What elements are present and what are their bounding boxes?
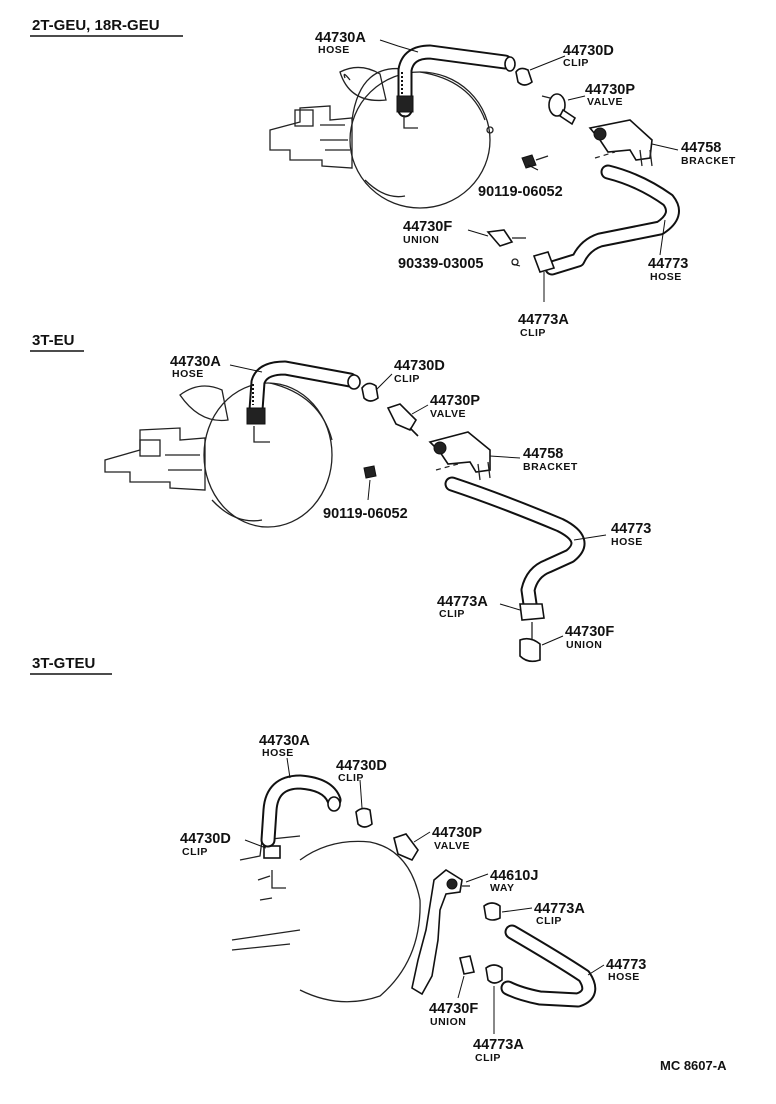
part-number: 90119-06052	[478, 184, 563, 200]
part-number: 44730D	[394, 358, 445, 374]
part-name: UNION	[430, 1016, 466, 1028]
part-name: VALVE	[434, 840, 470, 852]
part-name: HOSE	[611, 536, 643, 548]
brake-booster	[231, 835, 421, 1003]
part-name: WAY	[490, 882, 514, 894]
section-title: 2T-GEU, 18R-GEU	[32, 17, 160, 34]
part-number: 44773A	[518, 312, 569, 328]
part-name: CLIP	[394, 373, 420, 385]
part-number: 44773A	[534, 901, 585, 917]
part-name: HOSE	[262, 747, 294, 759]
brake-booster	[104, 382, 333, 528]
part-number: 44758	[681, 140, 721, 156]
part-number: 44773A	[437, 594, 488, 610]
part-number: 44730D	[180, 831, 231, 847]
part-name: VALVE	[430, 408, 466, 420]
part-number: 44773	[648, 256, 688, 272]
part-name: CLIP	[182, 846, 208, 858]
part-name: CLIP	[338, 772, 364, 784]
part-name: HOSE	[318, 44, 350, 56]
part-name: BRACKET	[523, 461, 578, 473]
part-number: 44773	[611, 521, 651, 537]
part-name: CLIP	[520, 327, 546, 339]
section-3t-gteu: 3T-GTEU 44730A HOSE	[30, 655, 646, 1064]
part-number: 44730A	[259, 733, 310, 749]
part-number: 44610J	[490, 868, 538, 884]
part-name: HOSE	[650, 271, 682, 283]
part-number: 44730F	[565, 624, 614, 640]
brake-booster	[269, 66, 494, 209]
part-name: HOSE	[172, 368, 204, 380]
part-number: 44730P	[432, 825, 482, 841]
part-number: 44730A	[170, 354, 221, 370]
section-title: 3T-GTEU	[32, 655, 95, 672]
part-name: CLIP	[563, 57, 589, 69]
section-3t-eu: 3T-EU	[30, 332, 651, 663]
part-number: 44758	[523, 446, 563, 462]
part-number: 90339-03005	[398, 256, 483, 272]
part-number: 44730D	[563, 43, 614, 59]
part-name: HOSE	[608, 971, 640, 983]
section-title: 3T-EU	[32, 332, 75, 349]
part-number: 44773A	[473, 1037, 524, 1053]
part-name: UNION	[566, 639, 602, 651]
part-number: 44730F	[429, 1001, 478, 1017]
part-number: 44730D	[336, 758, 387, 774]
part-number: 44730P	[430, 393, 480, 409]
part-name: CLIP	[475, 1052, 501, 1064]
part-name: BRACKET	[681, 155, 736, 167]
part-name: UNION	[403, 234, 439, 246]
section-2t-geu: 2T-GEU, 18R-GEU	[30, 17, 736, 339]
part-name: CLIP	[439, 608, 465, 620]
part-name: CLIP	[536, 915, 562, 927]
part-number: 44730A	[315, 30, 366, 46]
footer-code: MC 8607-A	[660, 1058, 727, 1073]
part-name: VALVE	[587, 96, 623, 108]
part-number: 44730F	[403, 219, 452, 235]
part-number: 90119-06052	[323, 506, 408, 522]
part-number: 44773	[606, 957, 646, 973]
part-number: 44730P	[585, 82, 635, 98]
